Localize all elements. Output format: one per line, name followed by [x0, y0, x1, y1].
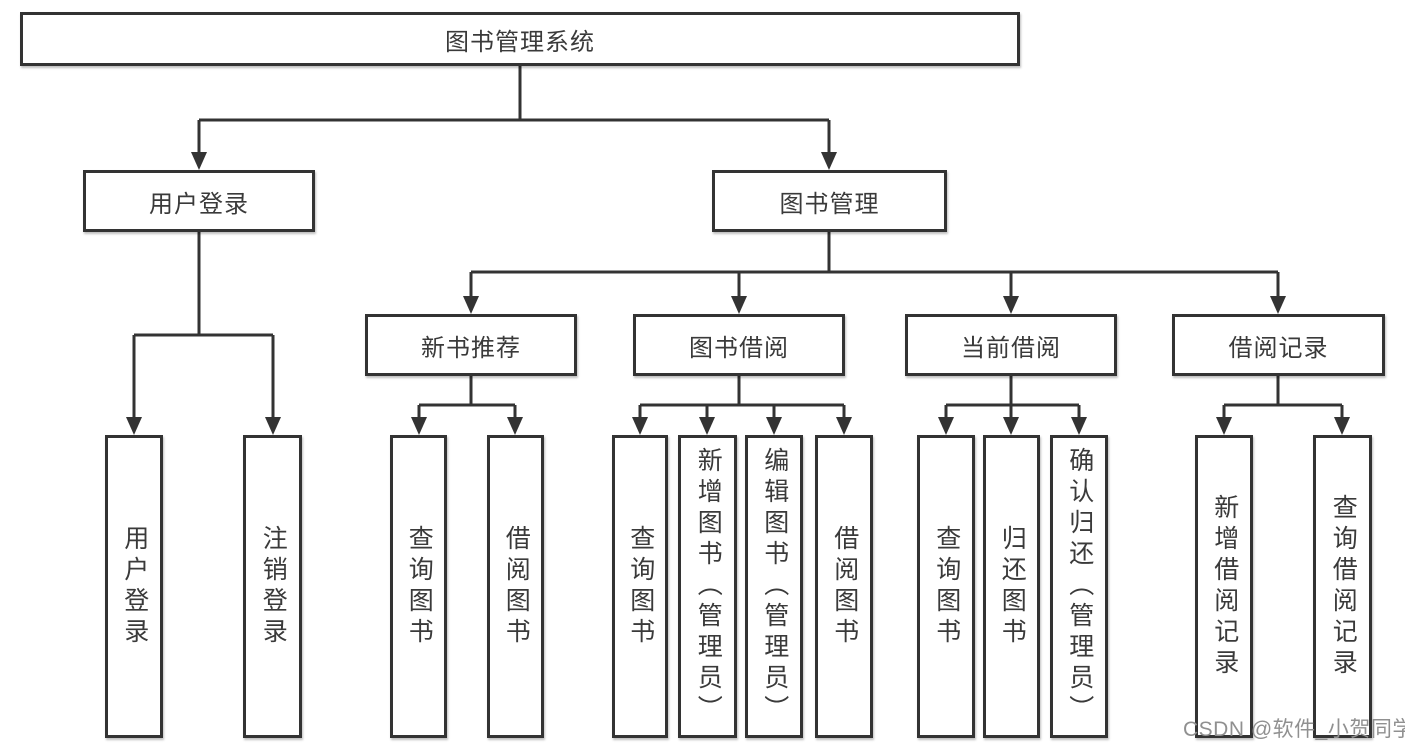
leaf-logout: 注销登录: [243, 435, 302, 738]
leaf-current-confirm-return-admin: 确认归还（管理员）: [1050, 435, 1108, 738]
arrow-down-icon: [821, 152, 837, 170]
node-label: 新增借阅记录: [1210, 493, 1239, 680]
node-label: 查询借阅记录: [1329, 493, 1358, 680]
leaf-newbook-borrow-books: 借阅图书: [487, 435, 544, 738]
leaf-records-add-record: 新增借阅记录: [1195, 435, 1253, 738]
connector-records-to-leaves: [1222, 376, 1344, 421]
node-new-book-recommend: 新书推荐: [365, 314, 577, 376]
node-label: 新书推荐: [421, 334, 521, 362]
connector-currentborrow-to-leaves: [944, 376, 1081, 421]
node-book-management: 图书管理: [712, 170, 947, 232]
connector-root-to-level2: [197, 66, 831, 156]
node-label: 图书管理: [779, 190, 880, 218]
node-label: 当前借阅: [961, 334, 1061, 362]
node-label: 查询图书: [932, 524, 961, 649]
leaf-records-query-record: 查询借阅记录: [1313, 435, 1372, 738]
arrow-down-icon: [1003, 417, 1019, 435]
arrow-down-icon: [632, 417, 648, 435]
node-label: 用户登录: [149, 190, 249, 218]
node-label: 查询图书: [626, 524, 655, 649]
leaf-newbook-query-books: 查询图书: [390, 435, 447, 738]
arrow-down-icon: [411, 417, 427, 435]
leaf-borrow-edit-books-admin: 编辑图书（管理员）: [745, 435, 803, 738]
node-label: 查询图书: [405, 524, 434, 649]
arrow-down-icon: [836, 417, 852, 435]
leaf-borrow-borrow-books: 借阅图书: [815, 435, 873, 738]
arrow-down-icon: [699, 417, 715, 435]
leaf-user-login: 用户登录: [105, 435, 163, 738]
node-label: 借阅记录: [1228, 334, 1329, 362]
node-book-borrowing: 图书借阅: [633, 314, 845, 376]
node-borrowing-records: 借阅记录: [1172, 314, 1385, 376]
node-label: 借阅图书: [830, 524, 859, 649]
leaf-current-query-books: 查询图书: [917, 435, 975, 738]
arrow-down-icon: [191, 152, 207, 170]
arrow-down-icon: [507, 417, 523, 435]
leaf-borrow-add-books-admin: 新增图书（管理员）: [678, 435, 737, 738]
arrow-down-icon: [126, 417, 142, 435]
node-label: 图书管理系统: [445, 28, 595, 56]
arrow-down-icon: [731, 296, 747, 314]
node-library-management-system: 图书管理系统: [20, 12, 1020, 66]
arrow-down-icon: [1270, 296, 1286, 314]
node-label: 确认归还（管理员）: [1065, 447, 1094, 726]
connector-bookborrow-to-leaves: [638, 376, 846, 421]
node-label: 图书借阅: [689, 334, 789, 362]
connector-newbook-to-leaves: [417, 376, 517, 421]
csdn-watermark: CSDN @软件_小贺同学: [1183, 718, 1405, 741]
arrow-down-icon: [766, 417, 782, 435]
node-label: 编辑图书（管理员）: [760, 447, 789, 726]
node-label: 新增图书（管理员）: [694, 447, 723, 726]
node-label: 用户登录: [120, 524, 149, 649]
node-user-login: 用户登录: [83, 170, 315, 232]
connector-userlogin-to-leaves: [132, 232, 275, 421]
node-label: 注销登录: [259, 524, 288, 649]
arrow-down-icon: [463, 296, 479, 314]
node-label: 归还图书: [998, 524, 1027, 649]
leaf-borrow-query-books: 查询图书: [612, 435, 668, 738]
arrow-down-icon: [1071, 417, 1087, 435]
arrow-down-icon: [1334, 417, 1350, 435]
leaf-current-return-books: 归还图书: [983, 435, 1040, 738]
arrow-down-icon: [1216, 417, 1232, 435]
node-label: 借阅图书: [502, 524, 531, 649]
arrow-down-icon: [265, 417, 281, 435]
arrow-down-icon: [938, 417, 954, 435]
connector-bookmgmt-to-level3: [469, 232, 1280, 300]
node-current-borrowing: 当前借阅: [905, 314, 1117, 376]
arrow-down-icon: [1003, 296, 1019, 314]
